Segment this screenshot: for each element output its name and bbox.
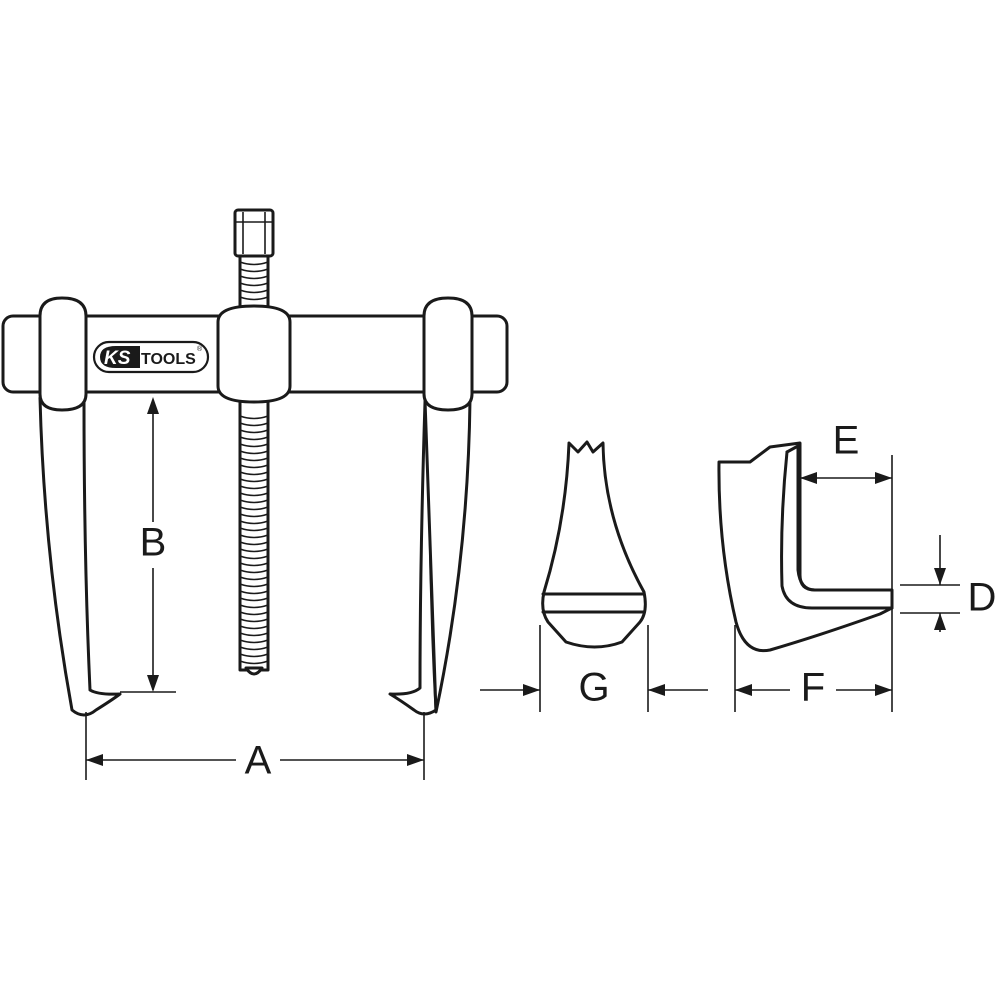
thread-line: [239, 485, 269, 490]
thread-line: [239, 583, 269, 588]
thread-line: [239, 436, 269, 441]
thread-line: [239, 268, 269, 273]
thread-line: [239, 296, 269, 301]
dim-label-g: G: [578, 666, 609, 710]
thread-line: [239, 597, 269, 602]
thread-line: [239, 576, 269, 581]
left-leg: [38, 396, 122, 717]
logo-registered-mark: ®: [197, 345, 203, 353]
thread-line: [239, 632, 269, 637]
spindle-threads: [239, 261, 269, 665]
dim-label-f: F: [801, 666, 825, 710]
dim-label-d: D: [968, 576, 997, 620]
thread-line: [239, 555, 269, 560]
thread-line: [239, 275, 269, 280]
spindle-tip: [244, 666, 264, 676]
thread-line: [239, 569, 269, 574]
thread-line: [239, 282, 269, 287]
thread-line: [239, 639, 269, 644]
dimension-a: A: [85, 712, 425, 783]
jaw-front-view: [541, 440, 647, 649]
thread-line: [239, 415, 269, 420]
thread-line: [239, 590, 269, 595]
thread-line: [239, 534, 269, 539]
thread-line: [239, 604, 269, 609]
thread-line: [239, 478, 269, 483]
right-leg: [388, 398, 472, 716]
thread-line: [239, 499, 269, 504]
thread-line: [239, 618, 269, 623]
logo-ks-text: KS: [104, 348, 131, 369]
thread-line: [239, 506, 269, 511]
thread-line: [239, 611, 269, 616]
thread-line: [239, 289, 269, 294]
thread-line: [239, 646, 269, 651]
thread-line: [239, 492, 269, 497]
dim-label-b: B: [140, 521, 167, 565]
thread-line: [239, 625, 269, 630]
logo-tools-text: TOOLS: [141, 351, 196, 368]
dimension-g: G: [480, 625, 708, 712]
thread-line: [239, 471, 269, 476]
spindle: [233, 208, 275, 676]
thread-line: [239, 429, 269, 434]
dimension-b: B: [120, 397, 176, 693]
thread-line: [239, 422, 269, 427]
thread-line: [239, 660, 269, 665]
kstools-logo: KS TOOLS ®: [92, 340, 210, 374]
thread-line: [239, 541, 269, 546]
center-hub: [216, 304, 292, 404]
thread-line: [239, 443, 269, 448]
thread-line: [239, 450, 269, 455]
dimension-d: D: [900, 535, 996, 632]
dim-label-e: E: [833, 419, 860, 463]
thread-line: [239, 261, 269, 266]
thread-line: [239, 464, 269, 469]
right-knuckle: [422, 296, 474, 412]
thread-line: [239, 513, 269, 518]
thread-line: [239, 653, 269, 658]
dim-label-a: A: [245, 739, 272, 783]
thread-line: [239, 527, 269, 532]
thread-line: [239, 457, 269, 462]
thread-line: [239, 520, 269, 525]
crossbar: [1, 296, 509, 412]
dimension-e: E: [800, 419, 893, 712]
jaw-side-view: [717, 441, 894, 653]
thread-line: [239, 562, 269, 567]
dimension-f: F: [734, 625, 892, 712]
thread-line: [239, 548, 269, 553]
left-knuckle: [38, 296, 88, 412]
hex-head: [233, 208, 275, 258]
